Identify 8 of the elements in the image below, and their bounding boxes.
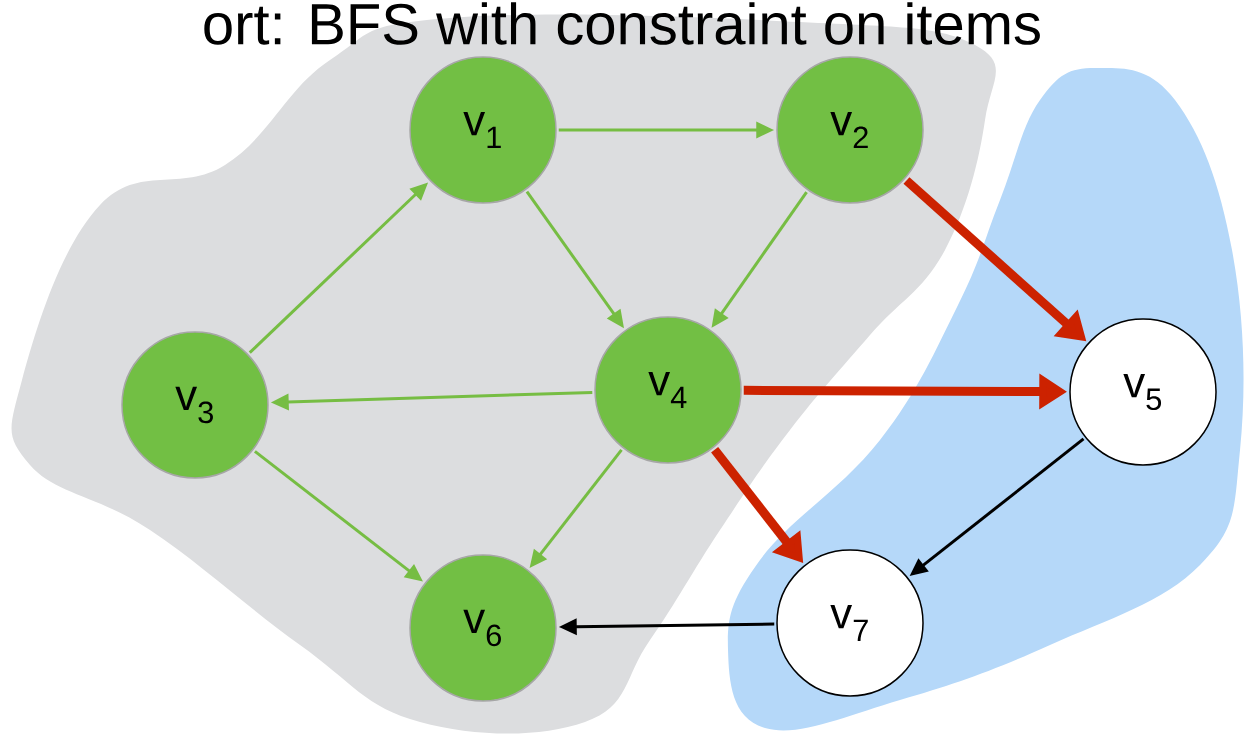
graph-node: v$_{1}$ xyxy=(409,56,557,204)
graph-node: v$_{2}$ xyxy=(776,56,924,204)
graph-node: v$_{5}$ xyxy=(1069,318,1217,466)
title: ort: BFS with constraint on items xyxy=(204,2,1040,45)
graph-node: v$_{4}$ xyxy=(594,316,742,464)
graph-node: v$_{7}$ xyxy=(776,549,924,697)
graph-node: v$_{6}$ xyxy=(409,554,557,702)
graph-node: v$_{3}$ xyxy=(121,331,269,479)
